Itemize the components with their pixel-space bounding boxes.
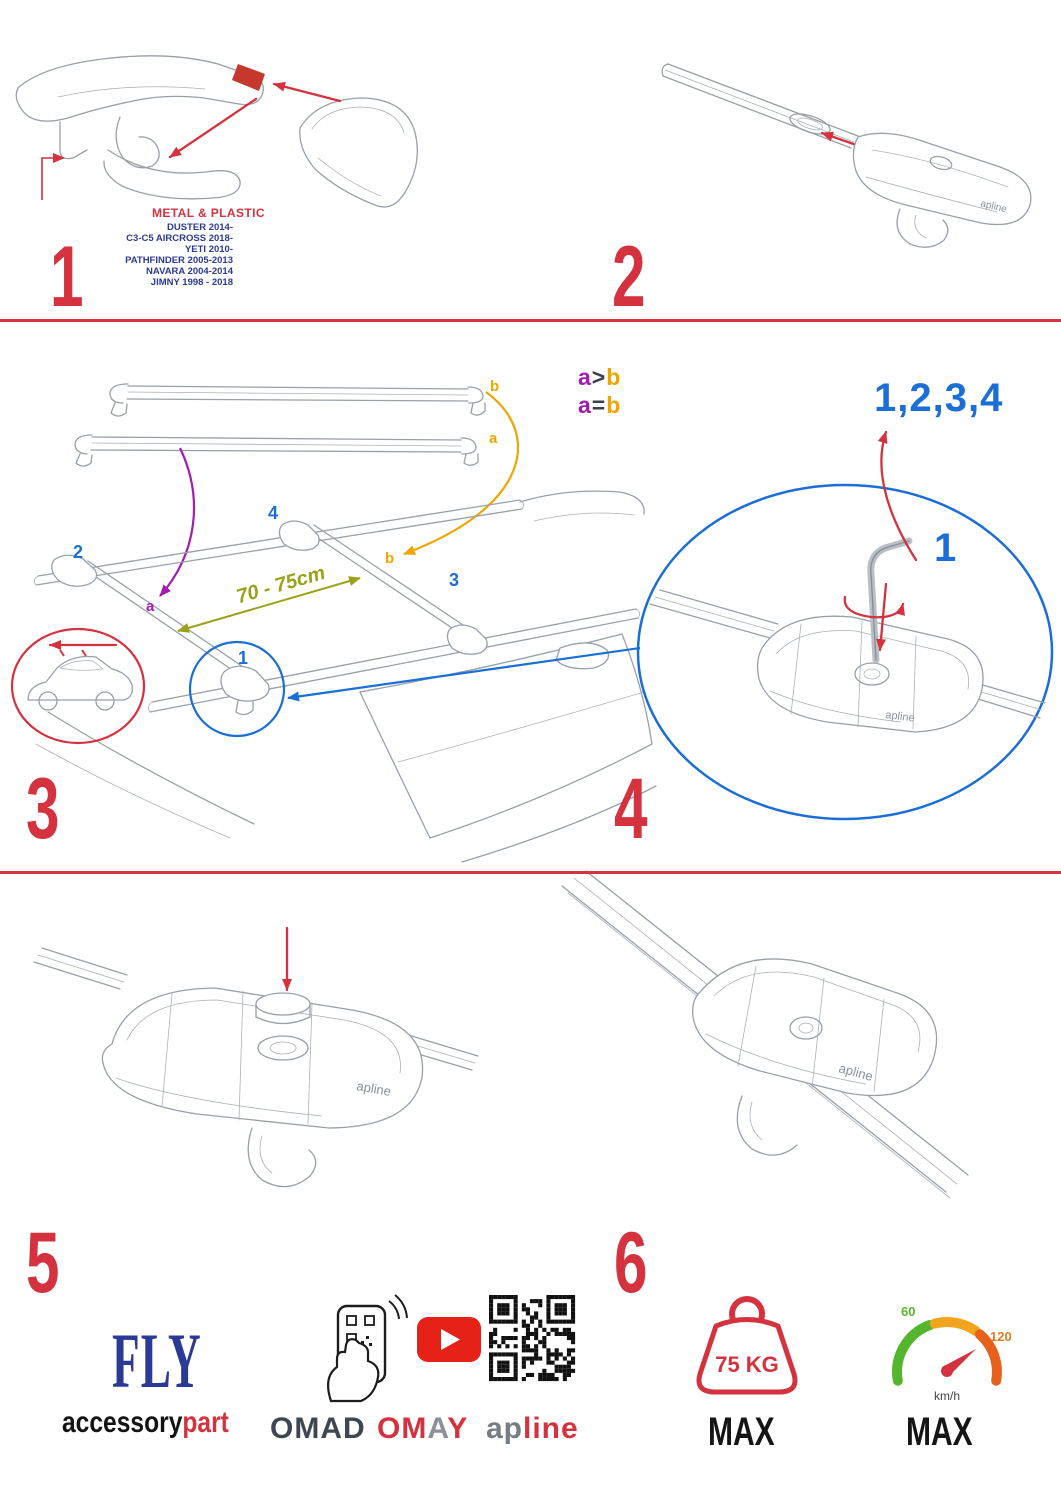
zoom-detail-circle bbox=[636, 483, 1054, 821]
apline-logo: apline bbox=[486, 1414, 579, 1444]
length-rule-equal: a=b bbox=[578, 392, 621, 419]
zoom-callout-number: 1 bbox=[934, 526, 957, 570]
roof-position-2: 2 bbox=[73, 542, 84, 562]
section-divider-bottom bbox=[0, 871, 1061, 874]
cap-knob bbox=[255, 992, 311, 1016]
roof-position-1: 1 bbox=[238, 648, 249, 668]
step4-zoom-drawing: apline bbox=[636, 430, 1054, 821]
section-divider-top bbox=[0, 319, 1061, 322]
accessorypart-logo: accessorypart bbox=[62, 1408, 229, 1438]
rule-a: a bbox=[578, 392, 592, 418]
speed-high-label: 120 bbox=[990, 1329, 1012, 1344]
logo-badge bbox=[232, 64, 265, 91]
weight-icon: 75 KG bbox=[696, 1296, 798, 1395]
tightening-sequence: 1,2,3,4 bbox=[874, 376, 1004, 420]
youtube-icon bbox=[417, 1317, 481, 1362]
vehicle-model: PATHFINDER 2005-2013 bbox=[125, 255, 233, 266]
length-rule-greater: a>b bbox=[578, 364, 621, 391]
omay-logo: OMAY bbox=[377, 1414, 468, 1444]
weight-value: 75 KG bbox=[715, 1352, 779, 1377]
speed-low-label: 60 bbox=[901, 1304, 915, 1319]
scan-app-icon bbox=[326, 1294, 408, 1403]
step3-number: 3 bbox=[26, 761, 60, 857]
apline-logo-part: ap bbox=[486, 1412, 524, 1445]
omay-logo-part: A bbox=[427, 1412, 448, 1445]
apline-logo-part: line bbox=[523, 1412, 579, 1445]
apline-mark: apline bbox=[355, 1078, 392, 1099]
vehicle-model: JIMNY 1998 - 2018 bbox=[150, 277, 233, 288]
material-label: METAL & PLASTIC bbox=[152, 206, 265, 220]
rule-op: > bbox=[591, 364, 607, 390]
vehicle-model: NAVARA 2004-2014 bbox=[146, 266, 233, 277]
qr-code bbox=[489, 1295, 576, 1382]
bar-label-b: b bbox=[490, 378, 500, 395]
accessorypart-logo-right: part bbox=[182, 1406, 229, 1439]
speedometer-icon: 60 120 km/h bbox=[892, 1304, 1012, 1403]
roof-position-3: 3 bbox=[449, 570, 460, 590]
rule-b: b bbox=[606, 364, 622, 390]
rule-a: a bbox=[578, 364, 592, 390]
step3-roof-drawing bbox=[10, 383, 657, 863]
apline-mark: apline bbox=[885, 709, 916, 724]
step5-cap-drawing: apline bbox=[33, 926, 479, 1188]
roof-position-4: 4 bbox=[268, 503, 279, 523]
rule-b: b bbox=[606, 392, 622, 418]
vehicle-model: YETI 2010- bbox=[184, 244, 233, 255]
bar-label-a: a bbox=[489, 430, 498, 447]
vehicle-model: C3-C5 AIRCROSS 2018- bbox=[126, 233, 233, 244]
car-direction-inset bbox=[10, 627, 146, 745]
curve-label-b: b bbox=[385, 550, 395, 567]
step1-foot-drawing bbox=[15, 55, 418, 208]
product-name: FLY bbox=[112, 1317, 202, 1404]
step6-mounted-drawing: apline bbox=[561, 870, 969, 1199]
rule-op: = bbox=[591, 392, 607, 418]
vehicle-model: DUSTER 2014- bbox=[167, 222, 233, 233]
step6-number: 6 bbox=[614, 1215, 648, 1311]
max-speed-label: MAX bbox=[906, 1410, 973, 1454]
vehicle-model-list: DUSTER 2014- C3-C5 AIRCROSS 2018- YETI 2… bbox=[88, 222, 233, 288]
step4-number: 4 bbox=[614, 761, 648, 857]
zoom-source-circle bbox=[188, 640, 286, 738]
max-weight-label: MAX bbox=[708, 1410, 775, 1454]
step1-number: 1 bbox=[50, 229, 84, 325]
accessorypart-logo-left: accessory bbox=[62, 1406, 183, 1439]
step2-bar-drawing: apline bbox=[661, 63, 1032, 248]
omad-logo: OMAD bbox=[270, 1412, 366, 1445]
omay-logo-part: Y bbox=[447, 1412, 469, 1445]
curve-label-a: a bbox=[146, 598, 155, 615]
step2-number: 2 bbox=[612, 229, 646, 325]
omay-logo-part: OM bbox=[377, 1412, 428, 1445]
speed-unit-label: km/h bbox=[934, 1389, 960, 1403]
step5-number: 5 bbox=[26, 1215, 60, 1311]
